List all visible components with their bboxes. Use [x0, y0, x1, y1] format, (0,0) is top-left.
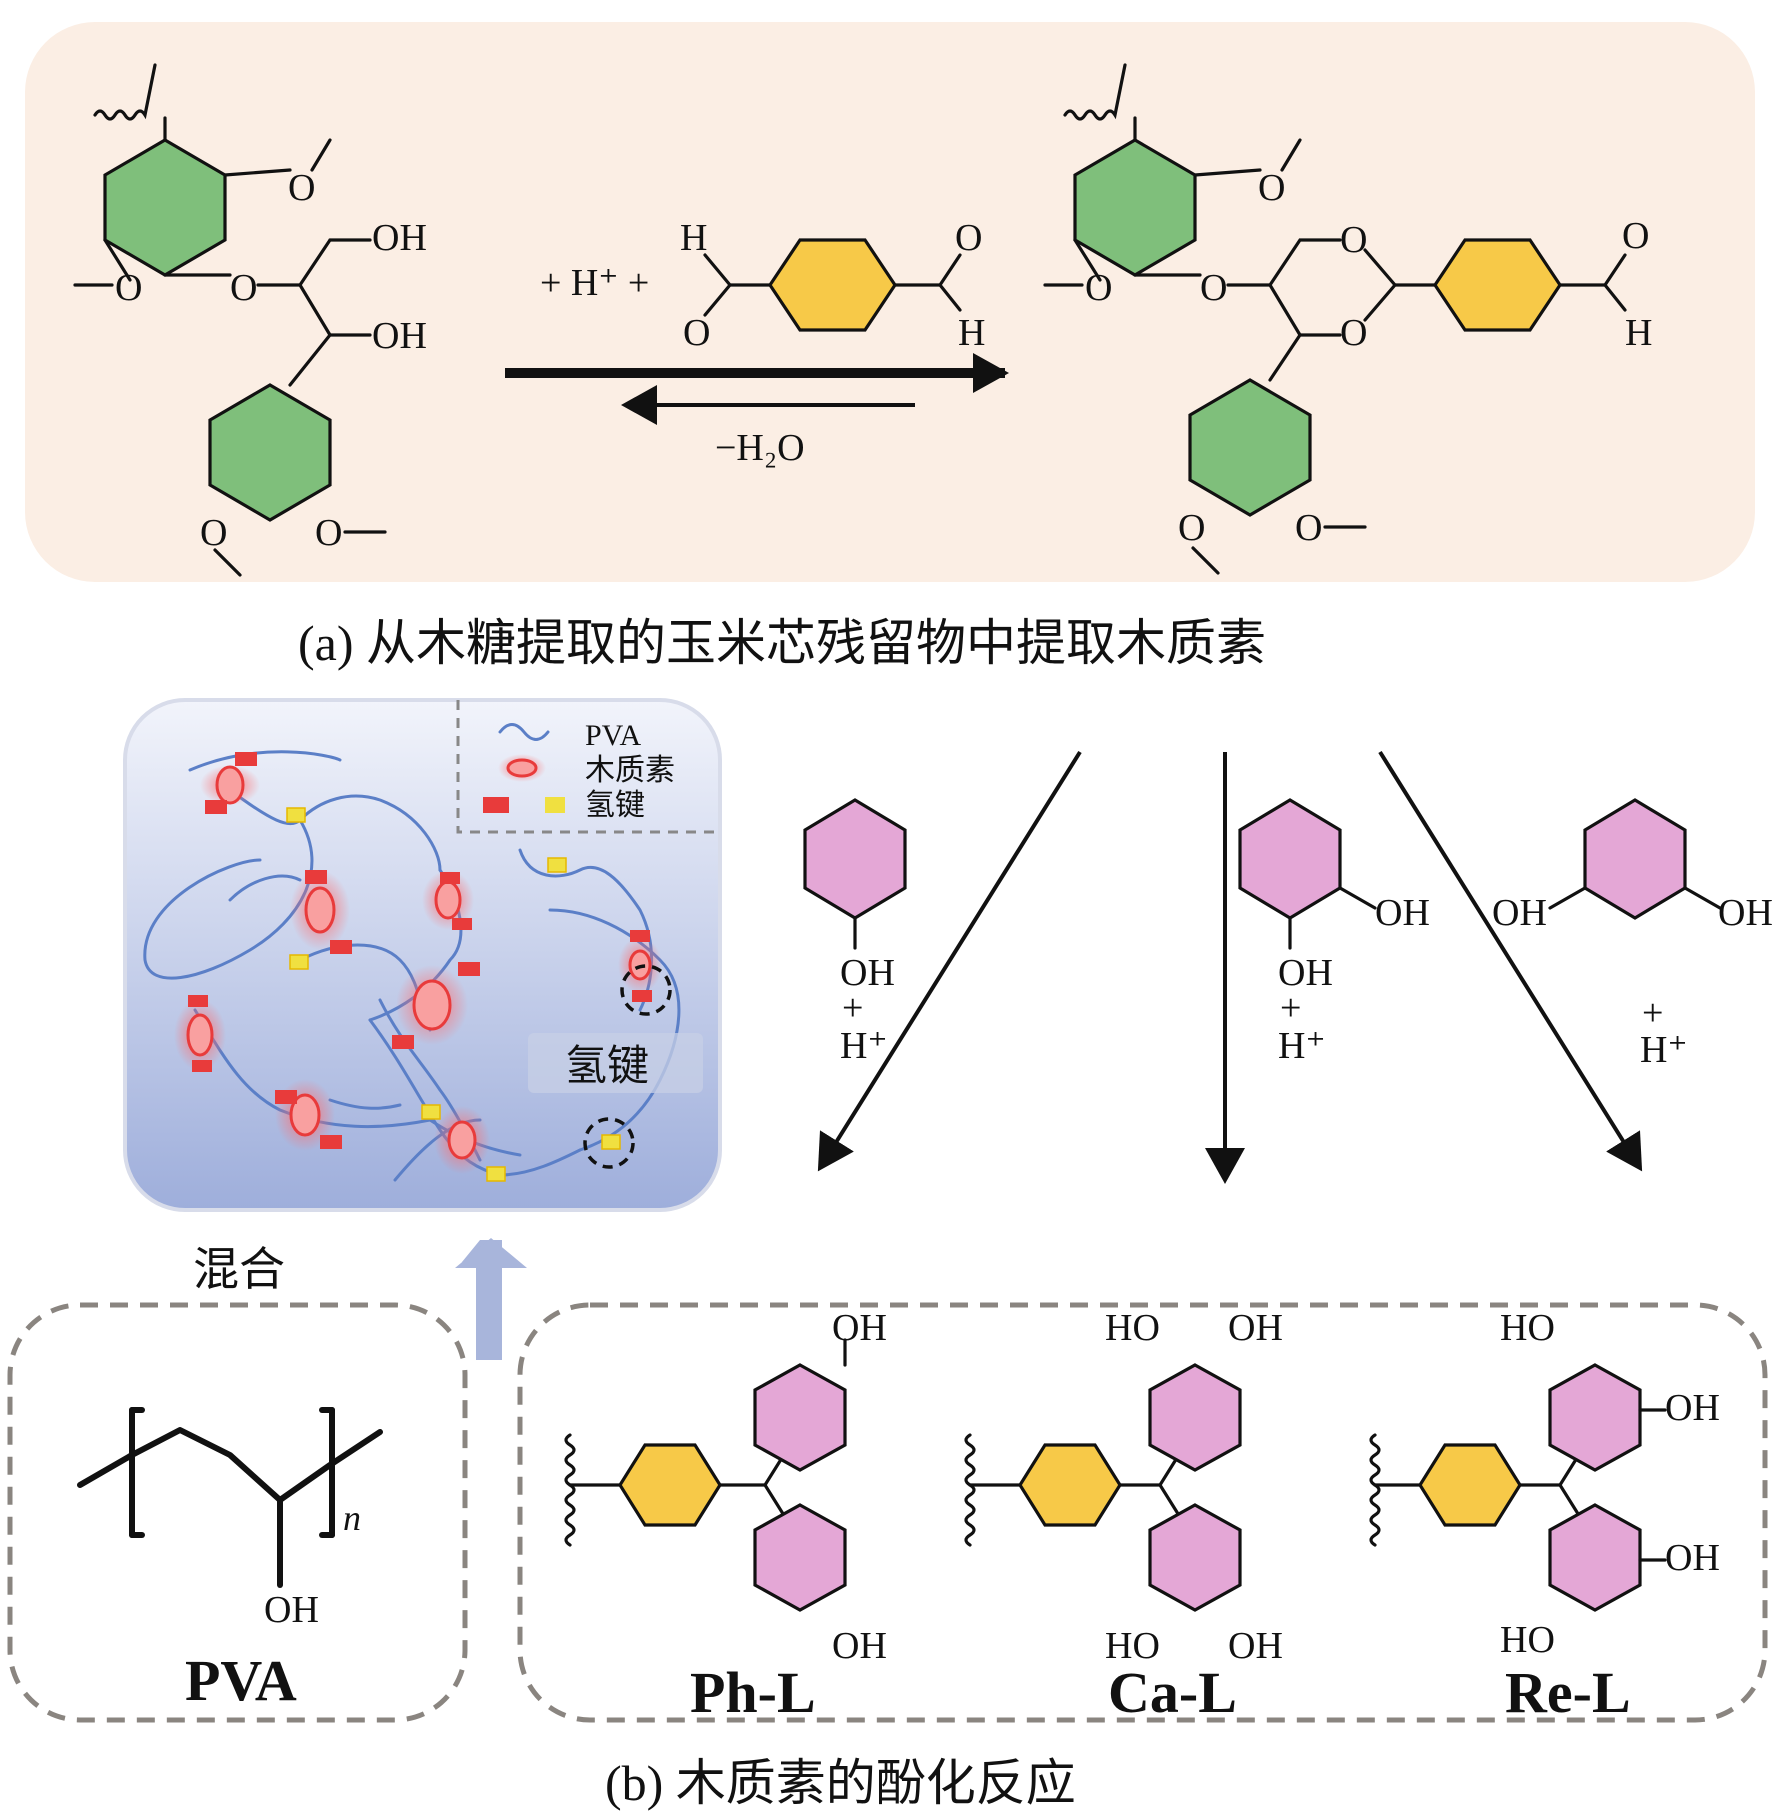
svg-text:OH: OH [1665, 1537, 1720, 1579]
caption-b: (b) 木质素的酚化反应 [605, 1755, 1076, 1811]
svg-text:OH: OH [1375, 892, 1430, 934]
svg-text:H: H [680, 217, 707, 259]
svg-text:O: O [1340, 312, 1367, 354]
svg-text:H⁺: H⁺ [840, 1025, 888, 1067]
reagent-phenol: OH + H⁺ [803, 798, 907, 1067]
svg-text:H⁺: H⁺ [1640, 1029, 1688, 1071]
svg-text:O: O [1622, 215, 1649, 257]
right-product-structure: O O O O O O H O O [1043, 63, 1652, 575]
benzene-ring-reagent [768, 238, 897, 332]
product-label-ph-l: Ph-L [690, 1660, 816, 1725]
svg-text:H: H [958, 312, 985, 354]
legend-hbond-icon-yellow [545, 797, 565, 813]
svg-text:OH: OH [832, 1625, 887, 1667]
panel-a-background [25, 22, 1755, 582]
product-ca-l: HO OH HO OH [964, 1307, 1283, 1667]
svg-text:HO: HO [1500, 1307, 1555, 1349]
svg-text:O: O [315, 512, 342, 554]
arrow-to-re-l [1378, 750, 1643, 1172]
svg-text:+: + [1280, 987, 1301, 1029]
pva-box-title: PVA [185, 1648, 297, 1713]
product-label-re-l: Re-L [1505, 1660, 1631, 1725]
svg-text:O: O [1340, 219, 1367, 261]
svg-text:HO: HO [1500, 1619, 1555, 1661]
products-box [517, 1302, 1768, 1723]
svg-text:OH: OH [1492, 892, 1547, 934]
product-ph-l: OH OH [564, 1307, 887, 1667]
svg-text:HO: HO [1105, 1307, 1160, 1349]
pva-box [7, 1302, 468, 1723]
svg-text:+: + [1642, 992, 1663, 1034]
svg-text:O: O [683, 312, 710, 354]
svg-text:OH: OH [1718, 892, 1773, 934]
legend-hbond-icon-red [483, 797, 509, 813]
svg-text:O: O [1200, 267, 1227, 309]
legend-border [456, 700, 720, 834]
methoxy-o-label: O [288, 167, 315, 209]
hydrogel-network-box: PVA 木质素 氢键 [123, 698, 722, 1212]
hbond-highlight-1 [620, 964, 672, 1016]
svg-text:O: O [1085, 267, 1112, 309]
arrow-to-ph-l [817, 750, 1082, 1172]
legend-hbond-label: 氢键 [585, 789, 645, 822]
svg-text:O: O [1295, 507, 1322, 549]
legend-lignin-icon [506, 758, 538, 778]
svg-text:O: O [955, 217, 982, 259]
product-label-ca-l: Ca-L [1108, 1660, 1237, 1725]
pva-oh-label: OH [264, 1589, 319, 1631]
water-label: −H₂O [715, 427, 805, 469]
panel-b: PVA 木质素 氢键 [7, 698, 1773, 1725]
svg-text:OH: OH [1665, 1387, 1720, 1429]
svg-text:H: H [1625, 312, 1652, 354]
product-re-l: HO OH OH HO [1369, 1307, 1720, 1661]
hbond-tag: 氢键 [565, 1044, 649, 1090]
h-plus-label: + H⁺ + [540, 262, 649, 304]
left-lignin-structure: O O O OH OH O O [73, 63, 427, 577]
reagent-resorcinol: OH OH + H⁺ [1492, 798, 1773, 1071]
svg-text:O: O [230, 267, 257, 309]
legend-pva-label: PVA [585, 719, 641, 752]
pva-n-label: n [343, 1498, 361, 1538]
svg-text:O: O [1178, 507, 1205, 549]
legend-pva-icon [498, 723, 550, 741]
svg-text:OH: OH [1228, 1307, 1283, 1349]
wavy-bond-icon [93, 63, 157, 121]
oh-mid-label: OH [372, 315, 427, 357]
panel-a: O O O OH OH O O + H⁺ + H [25, 22, 1755, 582]
oh-top-label: OH [372, 217, 427, 259]
legend-lignin-label: 木质素 [585, 754, 675, 787]
svg-text:H⁺: H⁺ [1278, 1025, 1326, 1067]
svg-text:OH: OH [1228, 1625, 1283, 1667]
svg-text:OH: OH [832, 1307, 887, 1349]
svg-text:OH: OH [1278, 952, 1333, 994]
reagent-terephthalaldehyde: + H⁺ + H O O H [540, 217, 985, 354]
mix-label: 混合 [193, 1244, 285, 1295]
mix-arrow [462, 1240, 502, 1360]
reagent-catechol: OH OH + H⁺ [1238, 798, 1430, 1067]
svg-text:HO: HO [1105, 1625, 1160, 1667]
svg-text:OH: OH [840, 952, 895, 994]
svg-text:O: O [115, 267, 142, 309]
guaiacyl-ring-bottom [208, 383, 332, 522]
hbond-highlight-2 [583, 1117, 635, 1169]
pva-structure: OH n [77, 1407, 383, 1631]
svg-text:O: O [200, 512, 227, 554]
svg-text:O: O [1258, 167, 1285, 209]
caption-a: (a) 从木糖提取的玉米芯残留物中提取木质素 [298, 615, 1266, 671]
svg-text:+: + [842, 987, 863, 1029]
